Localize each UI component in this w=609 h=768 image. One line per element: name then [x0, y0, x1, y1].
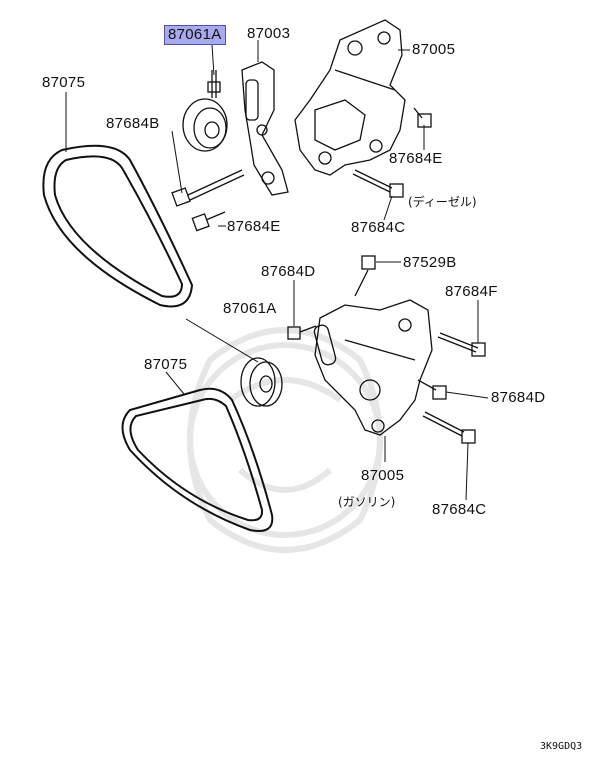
tensioner-upper: [241, 61, 289, 196]
label-87529b[interactable]: 87529B: [403, 254, 457, 271]
bracket-lower: [313, 299, 433, 436]
label-87684b[interactable]: 87684B: [106, 115, 160, 132]
bolt-87684d-lower: [417, 379, 447, 400]
bolt-87684c-lower: [422, 411, 476, 444]
label-87684c-upper[interactable]: 87684C: [351, 219, 406, 236]
label-87075-upper[interactable]: 87075: [42, 74, 86, 91]
label-87684e-left[interactable]: 87684E: [227, 218, 281, 235]
label-87684d-lower[interactable]: 87684D: [491, 389, 546, 406]
leader-lines: [65, 40, 489, 501]
diagram-code: 3K9GDQ3: [540, 741, 583, 752]
label-87061a-lower[interactable]: 87061A: [223, 300, 277, 317]
bolt-87684e-right: [413, 107, 432, 128]
pulley-lower: [240, 357, 283, 407]
label-87005-lower[interactable]: 87005: [361, 467, 405, 484]
bracket-upper: [294, 19, 406, 176]
bolt-87684d-upper: [287, 325, 317, 340]
label-87684d-upper[interactable]: 87684D: [261, 263, 316, 280]
bolt-87529b: [354, 255, 376, 297]
bolt-87684b: [171, 169, 245, 207]
label-87075-lower[interactable]: 87075: [144, 356, 188, 373]
label-87684f[interactable]: 87684F: [445, 283, 498, 300]
belt-upper: [42, 144, 194, 308]
label-87061a-upper[interactable]: 87061A: [164, 25, 226, 45]
label-87005-upper[interactable]: 87005: [412, 41, 456, 58]
label-87684c-lower[interactable]: 87684C: [432, 501, 487, 518]
note-diesel: (ディーゼル): [408, 195, 477, 209]
label-87003[interactable]: 87003: [247, 25, 291, 42]
belt-lower: [121, 387, 274, 532]
bolt-87684e-left: [191, 211, 226, 232]
note-gasoline: (ガソリン): [338, 495, 396, 509]
label-87684e-right[interactable]: 87684E: [389, 150, 443, 167]
bolt-87684c-upper: [352, 169, 404, 198]
pulley-upper: [182, 70, 228, 152]
